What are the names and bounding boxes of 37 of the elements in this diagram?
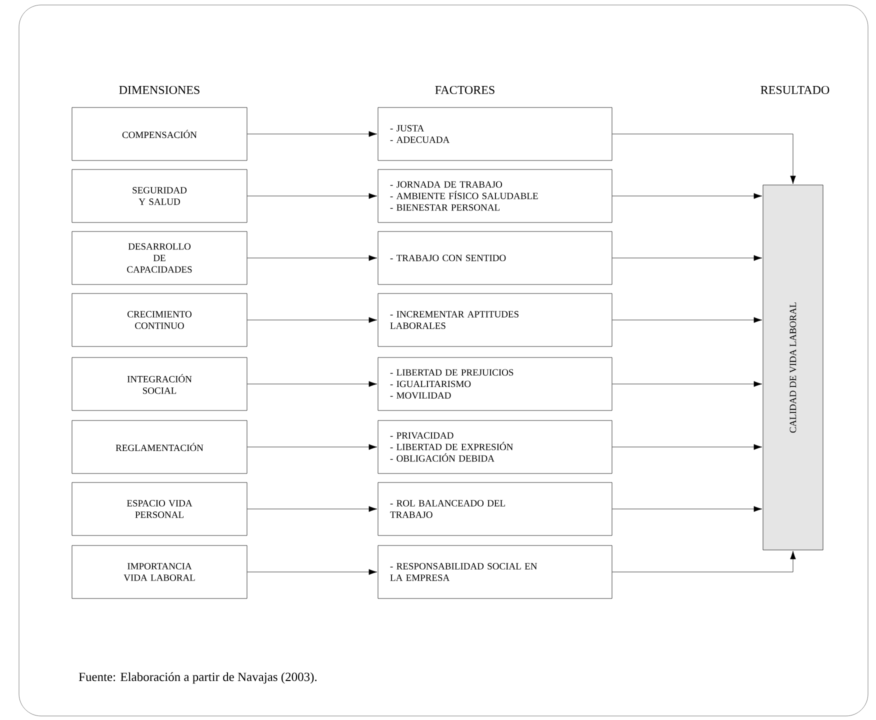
result-box: CALIDAD DE VIDA LABORAL — [762, 184, 824, 550]
dimension-box: ESPACIO VIDA PERSONAL — [72, 482, 248, 536]
arrow — [247, 381, 378, 387]
factor-box: - TRABAJO CON SENTIDO — [378, 231, 612, 285]
arrow — [612, 134, 796, 184]
dimension-box: REGLAMENTACIÓN — [72, 420, 248, 474]
factor-box: - JORNADA DE TRABAJO - AMBIENTE FÍSICO SALUDABLE - BIENESTAR PERSONAL — [378, 169, 612, 223]
arrow — [247, 444, 378, 450]
arrow — [612, 550, 796, 572]
arrow — [612, 255, 762, 261]
column-heading: FACTORES — [435, 86, 494, 94]
arrow — [612, 193, 762, 199]
factor-box: - PRIVACIDAD - LIBERTAD DE EXPRESIÓN - OBLIGACIÓN DEBIDA — [378, 420, 612, 474]
arrow — [247, 193, 378, 199]
caption: Fuente: Elaboración a partir de Navajas (2003). — [78, 672, 317, 684]
factor-box: - ROL BALANCEADO DEL TRABAJO — [378, 482, 612, 536]
factor-box: - RESPONSABILIDAD SOCIAL EN LA EMPRESA — [378, 545, 612, 599]
dimension-box: SEGURIDAD Y SALUD — [72, 169, 248, 223]
arrow — [612, 317, 762, 323]
arrow — [612, 506, 762, 512]
factor-box: - INCREMENTAR APTITUDES LABORALES — [378, 293, 612, 347]
arrow — [612, 444, 762, 450]
column-heading: RESULTADO — [760, 86, 830, 94]
arrow — [247, 506, 378, 512]
dimension-box: INTEGRACIÓN SOCIAL — [72, 357, 248, 411]
factor-box: - JUSTA - ADECUADA — [378, 107, 612, 161]
arrow — [247, 131, 378, 137]
dimension-box: DESARROLLO DE CAPACIDADES — [72, 231, 248, 285]
arrow — [612, 381, 762, 387]
dimension-box: COMPENSACIÓN — [72, 107, 248, 161]
arrow — [247, 569, 378, 575]
arrow — [247, 317, 378, 323]
arrow — [247, 255, 378, 261]
dimension-box: CRECIMIENTO CONTINUO — [72, 293, 248, 347]
column-heading: DIMENSIONES — [119, 86, 200, 94]
dimension-box: IMPORTANCIA VIDA LABORAL — [72, 545, 248, 599]
factor-box: - LIBERTAD DE PREJUICIOS - IGUALITARISMO - MOVILIDAD — [378, 357, 612, 411]
